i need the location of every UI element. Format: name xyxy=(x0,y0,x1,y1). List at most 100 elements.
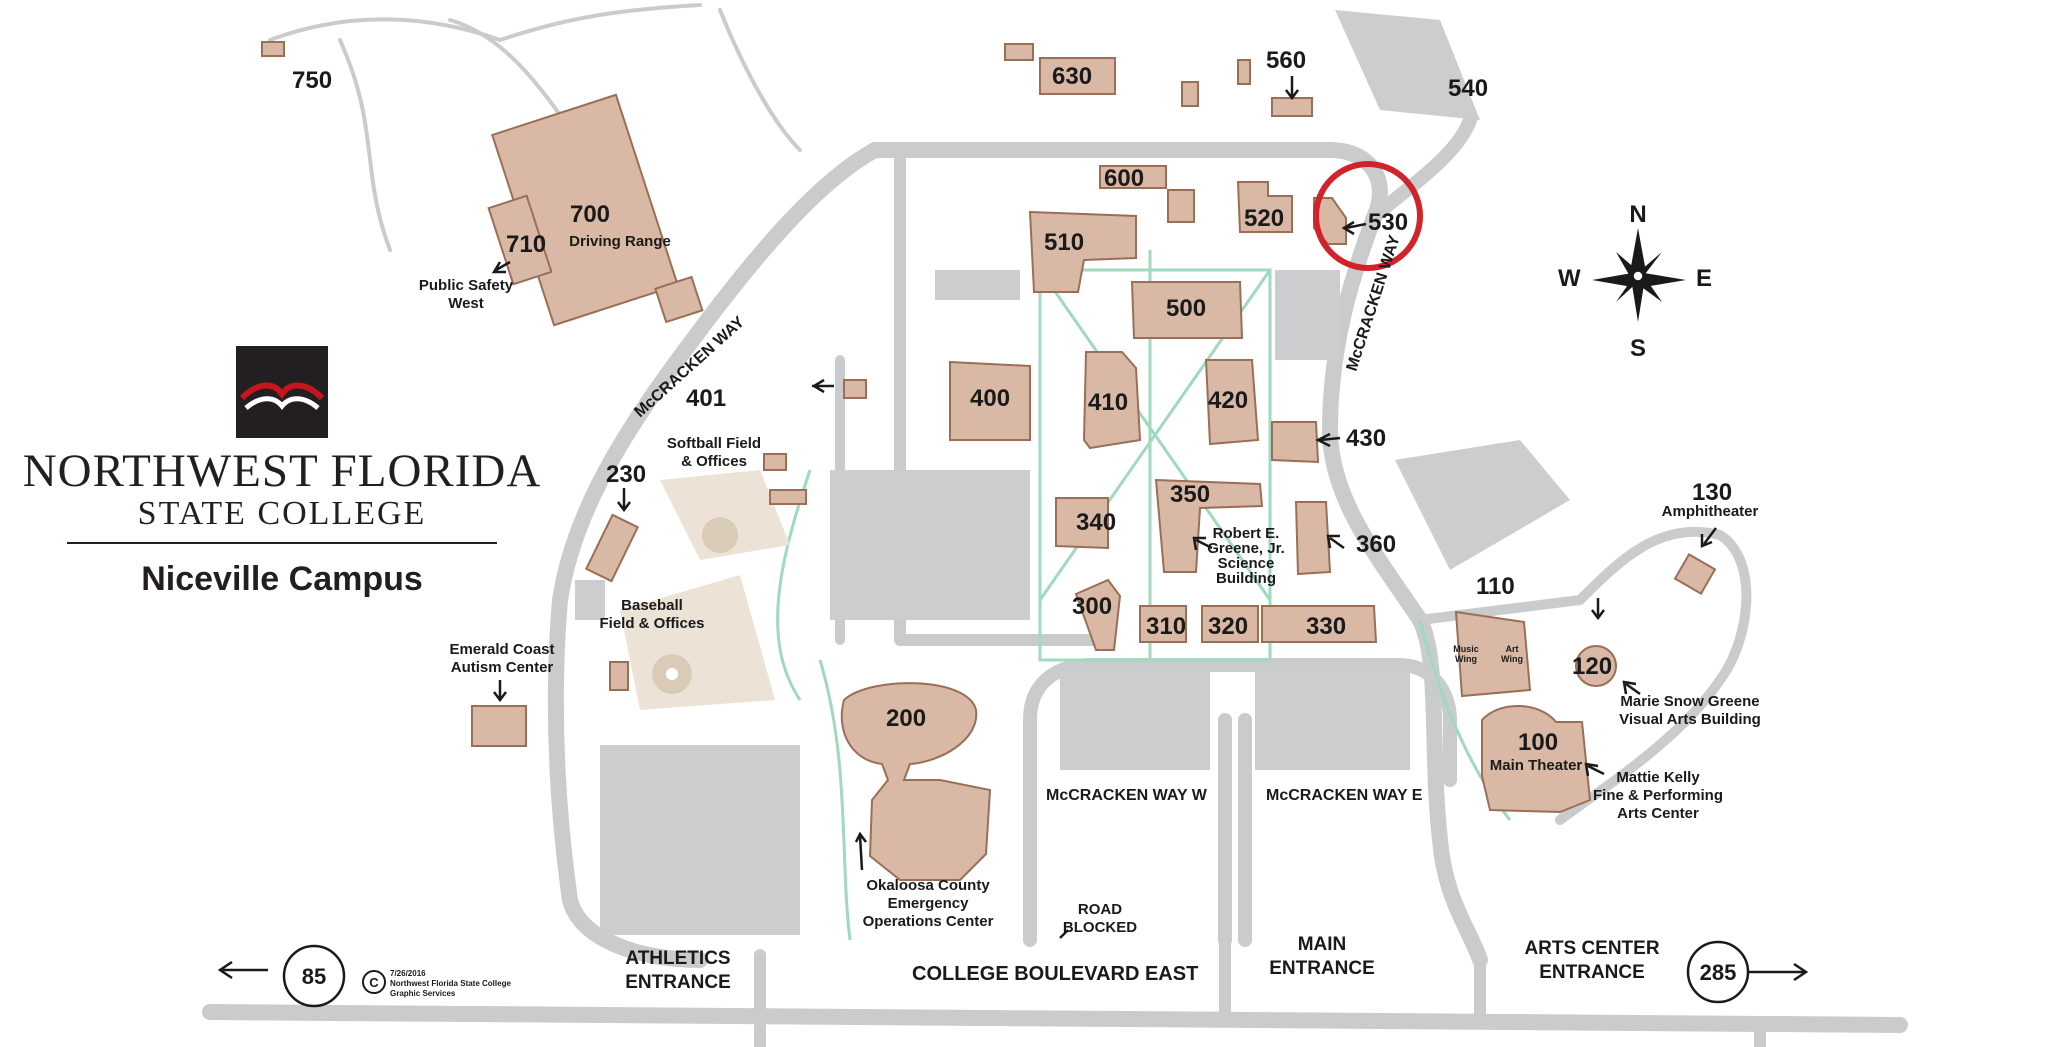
pointer-arrows xyxy=(217,76,1809,982)
college-name-line2: STATE COLLEGE xyxy=(137,495,427,532)
label-400: 400 xyxy=(970,385,1010,412)
science-line2: Greene, Jr. xyxy=(1207,540,1285,557)
autism-line2: Autism Center xyxy=(451,659,554,676)
building-750[interactable] xyxy=(261,41,285,57)
building-430[interactable] xyxy=(1271,421,1320,464)
college-logo xyxy=(236,346,328,438)
credit-line2: Graphic Services xyxy=(390,989,456,998)
fpac-line1: Mattie Kelly xyxy=(1616,769,1700,786)
building-630[interactable] xyxy=(1039,57,1116,95)
building-600b[interactable] xyxy=(1167,189,1195,223)
building-230[interactable] xyxy=(584,513,640,583)
building-350[interactable] xyxy=(1154,478,1264,573)
credit-block: C 7/26/2016 Northwest Florida State Coll… xyxy=(362,969,511,998)
building-310[interactable] xyxy=(1139,605,1187,643)
label-300: 300 xyxy=(1072,593,1112,620)
visual-arts-line2: Visual Arts Building xyxy=(1619,711,1761,728)
label-630: 630 xyxy=(1052,63,1092,90)
autism-line1: Emerald Coast xyxy=(449,641,554,658)
building-small-b[interactable] xyxy=(1237,59,1251,85)
building-baseball[interactable] xyxy=(609,661,629,691)
hwy-285-label: 285 xyxy=(1700,960,1737,985)
label-401: 401 xyxy=(686,385,726,412)
buildings-layer xyxy=(261,41,1717,881)
building-200[interactable] xyxy=(840,682,992,881)
label-700-sub: Driving Range xyxy=(569,233,671,250)
arts-entrance-1: ARTS CENTER xyxy=(1524,938,1659,959)
label-350: 350 xyxy=(1170,481,1210,508)
building-710[interactable] xyxy=(487,194,553,286)
compass-n: N xyxy=(1629,201,1646,228)
label-710: 710 xyxy=(506,231,546,258)
label-520: 520 xyxy=(1244,205,1284,232)
book-icon xyxy=(239,382,325,410)
copyright-symbol: C xyxy=(369,975,379,990)
college-blvd-label: COLLEGE BOULEVARD EAST xyxy=(912,963,1198,985)
main-entrance-2: ENTRANCE xyxy=(1269,958,1375,979)
label-530: 530 xyxy=(1368,209,1408,236)
athletics-entrance-1: ATHLETICS xyxy=(625,948,730,969)
building-300[interactable] xyxy=(1074,578,1122,651)
public-safety-line1: Public Safety xyxy=(419,277,514,294)
building-340[interactable] xyxy=(1055,497,1109,550)
label-600: 600 xyxy=(1104,165,1144,192)
building-small-a[interactable] xyxy=(1181,81,1199,107)
art-wing-2: Wing xyxy=(1501,654,1523,664)
label-360: 360 xyxy=(1356,531,1396,558)
building-530[interactable] xyxy=(1313,197,1347,245)
label-120: 120 xyxy=(1572,653,1612,680)
building-500[interactable] xyxy=(1130,281,1244,339)
building-110[interactable] xyxy=(1454,610,1532,698)
building-100[interactable] xyxy=(1481,705,1592,814)
building-360[interactable] xyxy=(1294,501,1332,576)
softball-line1: Softball Field xyxy=(667,435,761,452)
road-blocked-line1: ROAD xyxy=(1078,901,1122,918)
music-wing-2: Wing xyxy=(1455,654,1477,664)
label-320: 320 xyxy=(1208,613,1248,640)
mccracken-way-e-label: McCRACKEN WAY E xyxy=(1266,787,1423,804)
building-560[interactable] xyxy=(1271,97,1313,117)
building-410[interactable] xyxy=(1082,351,1142,450)
building-420[interactable] xyxy=(1204,359,1260,446)
college-brand: NORTHWEST FLORIDA STATE COLLEGE Nicevill… xyxy=(22,346,542,599)
building-600[interactable] xyxy=(1099,165,1167,189)
hwy-85-shield: 85 xyxy=(282,944,346,1008)
credit-line1: Northwest Florida State College xyxy=(390,979,511,988)
building-400[interactable] xyxy=(949,360,1031,441)
compass-w: W xyxy=(1558,265,1581,292)
building-labels: 750 700 Driving Range 710 630 560 540 60… xyxy=(292,47,1732,774)
label-110: 110 xyxy=(1476,573,1515,600)
building-120[interactable] xyxy=(1575,645,1617,687)
building-130[interactable] xyxy=(1673,553,1717,595)
amphitheater-label: Amphitheater xyxy=(1662,503,1759,520)
building-softball-a[interactable] xyxy=(763,453,787,471)
softball-line2: & Offices xyxy=(681,453,747,470)
building-320[interactable] xyxy=(1201,605,1259,643)
label-750: 750 xyxy=(292,67,332,94)
brand-divider xyxy=(67,542,497,545)
visual-arts-line1: Marie Snow Greene xyxy=(1620,693,1759,710)
label-310: 310 xyxy=(1146,613,1186,640)
label-340: 340 xyxy=(1076,509,1116,536)
building-630b[interactable] xyxy=(1004,43,1034,61)
descriptive-labels: Public Safety West Softball Field & Offi… xyxy=(419,277,1761,936)
label-410: 410 xyxy=(1088,389,1128,416)
building-401-small[interactable] xyxy=(843,379,867,399)
mccracken-way-w-label: McCRACKEN WAY W xyxy=(1046,787,1208,804)
label-230: 230 xyxy=(606,461,646,488)
baseball-line1: Baseball xyxy=(621,597,683,614)
label-540: 540 xyxy=(1448,75,1488,102)
eoc-line2: Emergency xyxy=(888,895,970,912)
building-softball-b[interactable] xyxy=(769,489,807,505)
label-560: 560 xyxy=(1266,47,1306,74)
college-name-line1: NORTHWEST FLORIDA xyxy=(22,445,542,497)
building-520[interactable] xyxy=(1236,181,1293,233)
credit-date: 7/26/2016 xyxy=(390,969,426,978)
building-710b[interactable] xyxy=(654,275,704,324)
building-autism[interactable] xyxy=(471,705,527,747)
highlight-circle xyxy=(1313,161,1423,271)
building-330[interactable] xyxy=(1261,605,1378,643)
building-510[interactable] xyxy=(1028,210,1137,293)
label-200: 200 xyxy=(886,705,926,732)
